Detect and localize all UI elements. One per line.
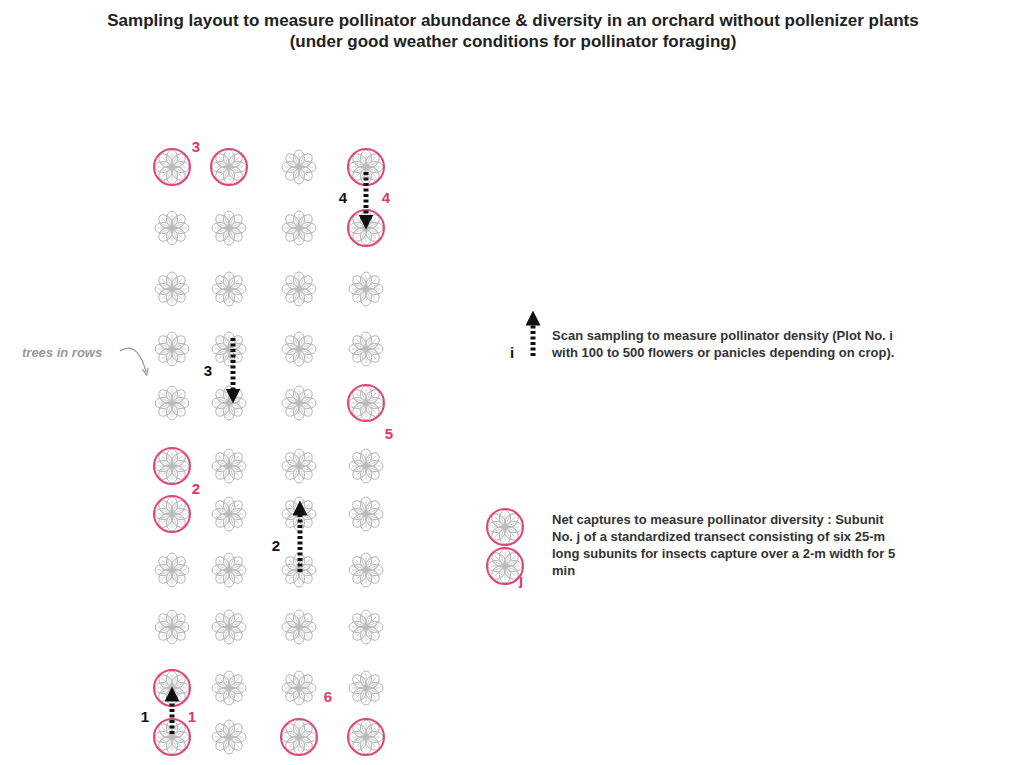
tree-icon (349, 332, 383, 366)
tree-icon (212, 332, 246, 366)
tree-icon (349, 720, 383, 754)
tree-icon (212, 449, 246, 483)
legend-index: i (510, 344, 514, 361)
callout-number: 5 (385, 425, 393, 442)
tree-icon (349, 671, 383, 705)
scan-arrow (531, 318, 536, 356)
tree-icon (212, 553, 246, 587)
tree-icon (212, 671, 246, 705)
tree-icon (212, 150, 246, 184)
callout-number: 6 (324, 688, 332, 705)
tree-icon (155, 272, 189, 306)
callout-number: 3 (204, 362, 212, 379)
tree-icon (155, 449, 189, 483)
callout-number: 1 (188, 708, 196, 725)
transect-ring (348, 719, 384, 755)
tree-icon (155, 720, 189, 754)
tree-icon (155, 332, 189, 366)
legend-text: Scan sampling to measure pollinator dens… (552, 327, 897, 361)
tree-icon (282, 449, 316, 483)
tree-icon (282, 211, 316, 245)
tree-icon (349, 386, 383, 420)
transect-ring (154, 448, 190, 484)
note-label: trees in rows (22, 344, 102, 361)
tree-icon (282, 386, 316, 420)
tree-icon (212, 272, 246, 306)
tree-icon (349, 610, 383, 644)
tree-icon (282, 610, 316, 644)
transect-ring (154, 149, 190, 185)
tree-icon (349, 553, 383, 587)
callout-number: 4 (339, 189, 347, 206)
tree-icon (155, 553, 189, 587)
scan-arrow (170, 694, 175, 734)
tree-icon (349, 272, 383, 306)
tree-icon (282, 272, 316, 306)
tree-icon (488, 549, 522, 583)
tree-icon (155, 610, 189, 644)
scan-arrow (231, 338, 236, 396)
tree-icon (282, 720, 316, 754)
tree-icon (212, 386, 246, 420)
callout-number: 4 (382, 189, 390, 206)
callout-number: 2 (272, 537, 280, 554)
tree-icon (212, 720, 246, 754)
callout-number: 2 (192, 480, 200, 497)
transect-ring (154, 496, 190, 532)
legend-text: Net captures to measure pollinator diver… (552, 511, 897, 579)
tree-icon (155, 211, 189, 245)
tree-icon (155, 386, 189, 420)
callout-number: 3 (192, 138, 200, 155)
tree-icon (212, 610, 246, 644)
transect-ring (211, 149, 247, 185)
tree-icon (488, 510, 522, 544)
tree-icon (349, 497, 383, 531)
transect-ring (154, 719, 190, 755)
tree-icon (155, 150, 189, 184)
scan-arrow (364, 172, 369, 222)
leader-line (120, 348, 146, 372)
transect-ring (348, 385, 384, 421)
scan-arrow (298, 508, 303, 572)
tree-icon (282, 332, 316, 366)
callout-number: 1 (141, 708, 149, 725)
transect-ring (348, 210, 384, 246)
transect-ring (487, 548, 523, 584)
tree-icon (282, 671, 316, 705)
tree-icon (212, 211, 246, 245)
legend-index: j (519, 571, 523, 588)
tree-icon (212, 497, 246, 531)
transect-ring (281, 719, 317, 755)
diagram-title: Sampling layout to measure pollinator ab… (106, 10, 920, 52)
tree-icon (349, 449, 383, 483)
tree-icon (155, 497, 189, 531)
transect-ring (487, 509, 523, 545)
tree-icon (282, 150, 316, 184)
